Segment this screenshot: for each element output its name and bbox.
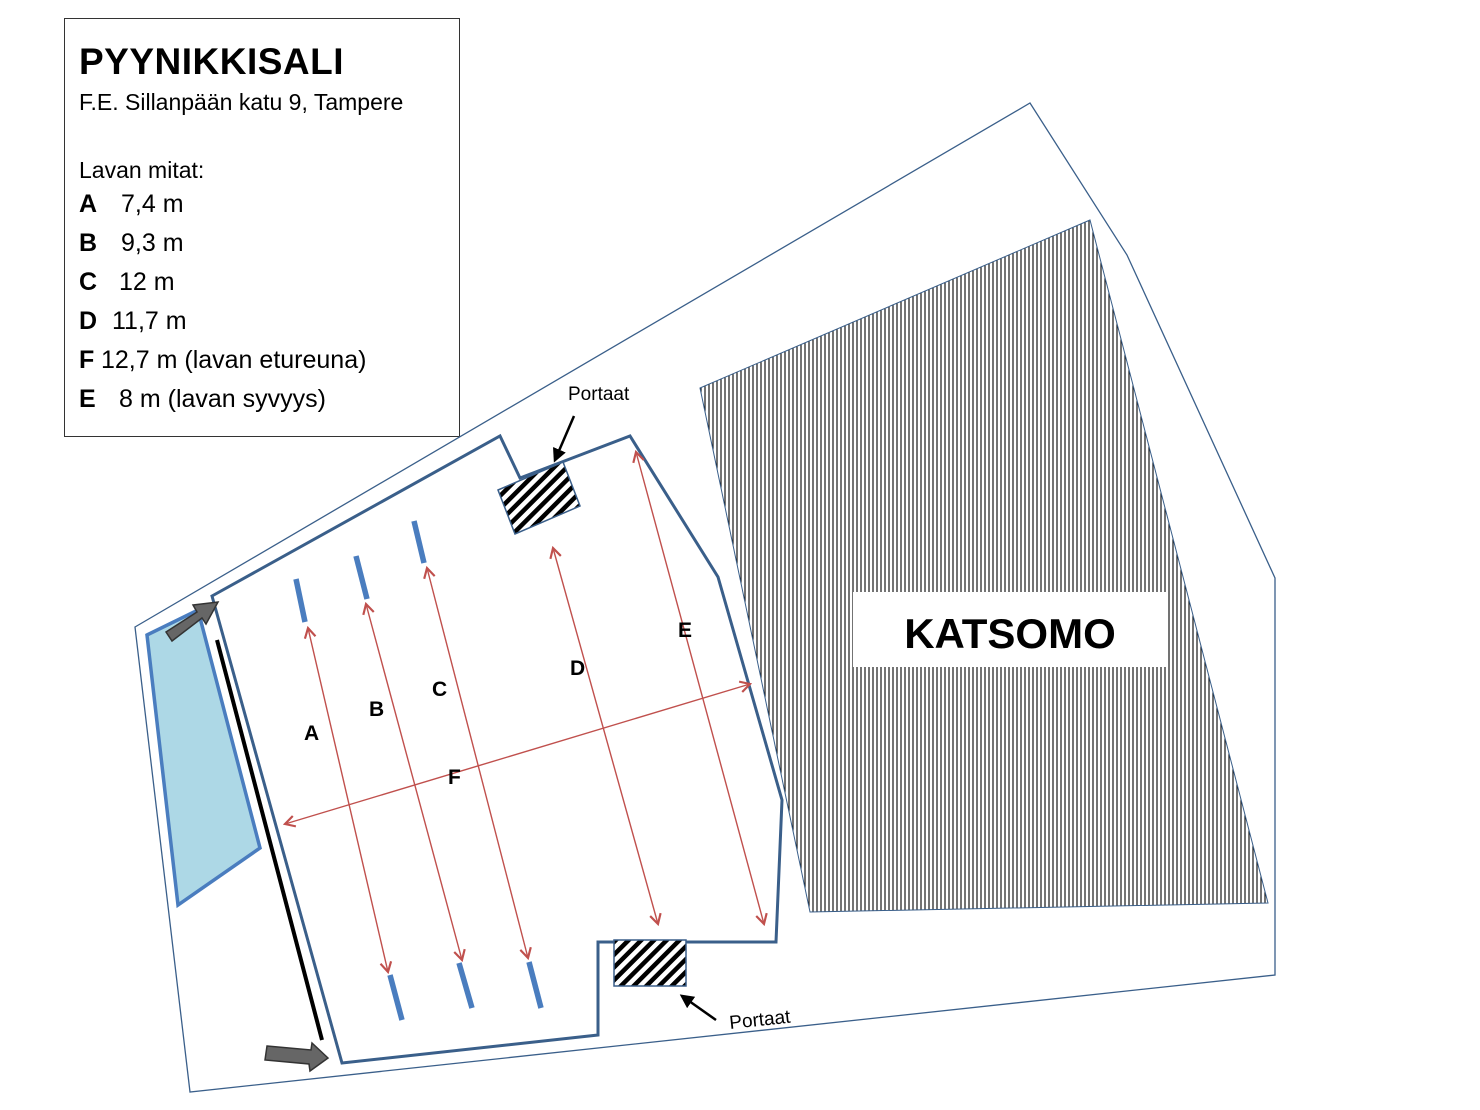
dimension-key: F [79, 346, 95, 374]
stairs-bottom [613, 939, 687, 987]
rail-c-bottom [526, 961, 544, 1009]
stairs-pointer-top [553, 415, 576, 463]
stairs-pointer-bottom [679, 994, 717, 1022]
dimension-value: 12 m [119, 268, 175, 296]
dimension-letters: A B C D E F [304, 619, 692, 789]
dimension-key: B [79, 229, 98, 257]
rail-a-top [293, 578, 308, 623]
rails-top [293, 520, 427, 623]
audience-area [699, 219, 1269, 913]
dimension-label-a: A [304, 722, 319, 745]
dimension-label-b: B [369, 698, 384, 721]
dimension-value: 9,3 m [121, 229, 184, 257]
stairs-top [497, 461, 581, 535]
dimension-key: E [79, 385, 96, 413]
dimension-arrow-f [285, 684, 750, 824]
dimension-row-d: D 11,7 m [79, 302, 459, 341]
stairs-label-bottom: Portaat [728, 1007, 792, 1034]
site-boundary [134, 102, 1276, 1093]
dimension-label-f: F [448, 766, 461, 789]
dimension-label-e: E [678, 619, 692, 642]
entrance-arrow-top [164, 601, 220, 643]
rail-a-bottom [387, 974, 405, 1021]
dimensions-heading: Lavan mitat: [79, 157, 205, 183]
dimension-value: 8 m (lavan syvyys) [119, 385, 326, 413]
stage-outline [210, 433, 784, 1065]
dimension-arrows [285, 452, 764, 972]
dimension-key: C [79, 268, 98, 296]
legend-box: PYYNIKKISALI F.E. Sillanpään katu 9, Tam… [64, 18, 460, 437]
rail-b-top [353, 555, 370, 600]
dimension-row-e: E 8 m (lavan syvyys) [79, 380, 459, 419]
dimension-row-b: B 9,3 m [79, 224, 459, 263]
rail-c-top [411, 520, 427, 564]
dimension-value: 7,4 m [121, 190, 184, 218]
venue-address: F.E. Sillanpään katu 9, Tampere [79, 89, 404, 115]
dimension-label-d: D [570, 657, 585, 680]
dimension-row-a: A 7,4 m [79, 185, 459, 224]
side-area [145, 607, 263, 909]
dimension-value: 12,7 m (lavan etureuna) [101, 346, 367, 374]
rails-bottom [387, 961, 544, 1021]
audience-label: KATSOMO [904, 610, 1116, 657]
dimension-value: 11,7 m [112, 307, 187, 335]
rail-b-bottom [456, 962, 475, 1009]
audience-label-bg [853, 592, 1168, 667]
venue-title: PYYNIKKISALI [79, 41, 345, 82]
entrance-arrow-bottom [264, 1041, 330, 1073]
dimension-key: A [79, 190, 98, 218]
dimension-row-c: C 12 m [79, 263, 459, 302]
dimension-label-c: C [432, 678, 447, 701]
stairs-label-top: Portaat [568, 384, 630, 405]
dimension-key: D [79, 307, 98, 335]
